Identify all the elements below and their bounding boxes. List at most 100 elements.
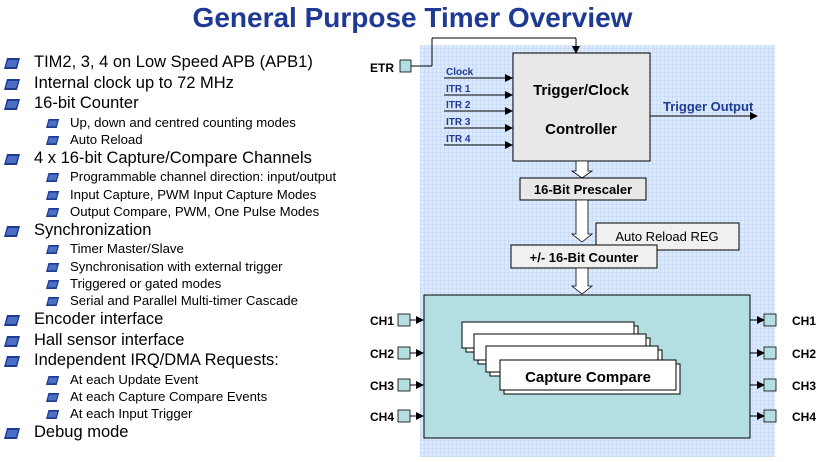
bullet-text: TIM2, 3, 4 on Low Speed APB (APB1)	[34, 53, 313, 71]
controller-to-prescaler-arrow	[570, 160, 594, 179]
sub-bullet-text: Output Compare, PWM, One Pulse Modes	[70, 203, 320, 219]
sub-bullet-item: Output Compare, PWM, One Pulse Modes	[4, 203, 374, 220]
sub-bullet-text: At each Capture Compare Events	[70, 388, 268, 404]
input-itr4-label: ITR 4	[446, 134, 471, 145]
controller-label-line2: Controller	[545, 121, 617, 138]
bullet-item: Debug mode	[4, 422, 374, 443]
output-channels: CH1 CH2 CH3 CH4	[750, 313, 816, 424]
bullet-icon	[4, 97, 21, 110]
sub-bullet-text: Auto Reload	[70, 131, 143, 147]
ch3-out-pin	[763, 378, 777, 392]
sub-bullet-text: Synchronisation with external trigger	[70, 258, 283, 274]
ch2-out-label: CH2	[792, 347, 816, 361]
sub-bullet-icon	[46, 261, 60, 272]
ch3-out-label: CH3	[792, 379, 816, 393]
input-itr2-label: ITR 2	[446, 100, 471, 111]
ch4-in-label: CH4	[370, 410, 394, 424]
sub-bullet-item: Timer Master/Slave	[4, 240, 374, 257]
bullet-item: 16-bit Counter	[4, 93, 374, 114]
sub-bullet-icon	[46, 206, 60, 217]
ch1-in-label: CH1	[370, 314, 394, 328]
bullet-text: 16-bit Counter	[34, 94, 139, 112]
sub-bullet-text: Input Capture, PWM Input Capture Modes	[70, 186, 317, 202]
sub-bullet-text: Triggered or gated modes	[70, 275, 222, 291]
bullet-icon	[4, 77, 21, 90]
bullet-text: Synchronization	[34, 220, 152, 239]
bullet-icon	[4, 354, 21, 368]
sub-bullet-icon	[46, 295, 60, 307]
bullet-icon	[4, 426, 21, 440]
ch2-in-pin	[397, 346, 411, 360]
sub-bullet-item: Triggered or gated modes	[4, 275, 374, 292]
ch2-out-pin	[763, 346, 777, 360]
sub-bullet-icon	[46, 391, 60, 402]
bullet-icon	[4, 152, 21, 165]
feature-list: TIM2, 3, 4 on Low Speed APB (APB1) Intern…	[4, 52, 374, 443]
sub-bullet-icon	[46, 171, 60, 183]
trigger-output-label: Trigger Output	[663, 99, 754, 114]
ch1-out-label: CH1	[792, 314, 816, 328]
sub-bullet-item: Programmable channel direction: input/ou…	[4, 168, 374, 185]
sub-bullet-item: At each Input Trigger	[4, 405, 374, 422]
bullet-item: Independent IRQ/DMA Requests:	[4, 350, 374, 371]
bullet-icon	[4, 56, 21, 69]
ch4-out-pin	[763, 409, 777, 423]
ch4-in-pin	[397, 409, 411, 423]
sub-bullet-icon	[46, 134, 60, 145]
sub-bullet-item: Synchronisation with external trigger	[4, 258, 374, 275]
page-title: General Purpose Timer Overview	[192, 2, 633, 33]
capture-compare-channels-stack	[461, 321, 681, 395]
bullet-item: Hall sensor interface	[4, 330, 374, 351]
input-signals: Clock ITR 1 ITR 2 ITR 3 ITR 4	[444, 67, 513, 149]
sub-bullet-text: Timer Master/Slave	[70, 241, 184, 257]
ch1-out-pin	[763, 313, 777, 327]
bullet-item: Encoder interface	[4, 309, 374, 330]
sub-bullet-icon	[46, 243, 60, 255]
bullet-item: TIM2, 3, 4 on Low Speed APB (APB1)	[4, 52, 374, 73]
sub-bullet-icon	[46, 374, 60, 385]
input-itr3-label: ITR 3	[446, 117, 471, 128]
ch3-in-label: CH3	[370, 379, 394, 393]
prescaler-to-counter-arrow	[570, 199, 594, 243]
capture-compare-label: Capture Compare	[525, 369, 651, 386]
bullet-text: Independent IRQ/DMA Requests:	[34, 351, 279, 370]
auto-reload-label: Auto Reload REG	[615, 229, 718, 244]
bullet-text: Debug mode	[34, 423, 129, 442]
sub-bullet-item: At each Update Event	[4, 371, 374, 388]
sub-bullet-text: Programmable channel direction: input/ou…	[70, 169, 337, 185]
controller-label-line1: Trigger/Clock	[533, 82, 630, 99]
ch1-in-pin	[397, 313, 411, 327]
sub-bullet-item: Auto Reload	[4, 131, 374, 148]
ch3-in-pin	[397, 378, 411, 392]
sub-bullet-item: Up, down and centred counting modes	[4, 114, 374, 131]
counter-to-capture-arrow	[570, 267, 594, 295]
sub-bullet-text: Up, down and centred counting modes	[70, 114, 296, 130]
ch2-in-label: CH2	[370, 347, 394, 361]
sub-bullet-item: Input Capture, PWM Input Capture Modes	[4, 186, 374, 203]
bullet-icon	[4, 224, 21, 237]
ch4-out-label: CH4	[792, 410, 816, 424]
sub-bullet-text: At each Input Trigger	[70, 406, 193, 422]
prescaler-label: 16-Bit Prescaler	[534, 182, 632, 197]
bullet-icon	[4, 334, 21, 347]
counter-label: +/- 16-Bit Counter	[530, 250, 639, 265]
bullet-text: Hall sensor interface	[34, 330, 185, 349]
sub-bullet-text: At each Update Event	[70, 371, 199, 387]
bullet-text: Encoder interface	[34, 310, 164, 329]
sub-bullet-icon	[46, 408, 60, 420]
sub-bullet-icon	[46, 189, 60, 200]
etr-pin	[399, 59, 412, 73]
sub-bullet-item: At each Capture Compare Events	[4, 388, 374, 405]
input-clock-label: Clock	[446, 67, 474, 78]
sub-bullet-icon	[46, 117, 60, 128]
sub-bullet-icon	[46, 278, 60, 289]
sub-bullet-item: Serial and Parallel Multi-timer Cascade	[4, 292, 374, 309]
bullet-text: 4 x 16-bit Capture/Compare Channels	[34, 148, 312, 167]
bullet-item: Synchronization	[4, 220, 374, 241]
input-channels: CH1 CH2 CH3 CH4	[370, 313, 424, 424]
bullet-item: Internal clock up to 72 MHz	[4, 73, 374, 94]
sub-bullet-text: Serial and Parallel Multi-timer Cascade	[70, 293, 298, 308]
etr-label: ETR	[370, 61, 394, 75]
bullet-text: Internal clock up to 72 MHz	[34, 73, 234, 92]
